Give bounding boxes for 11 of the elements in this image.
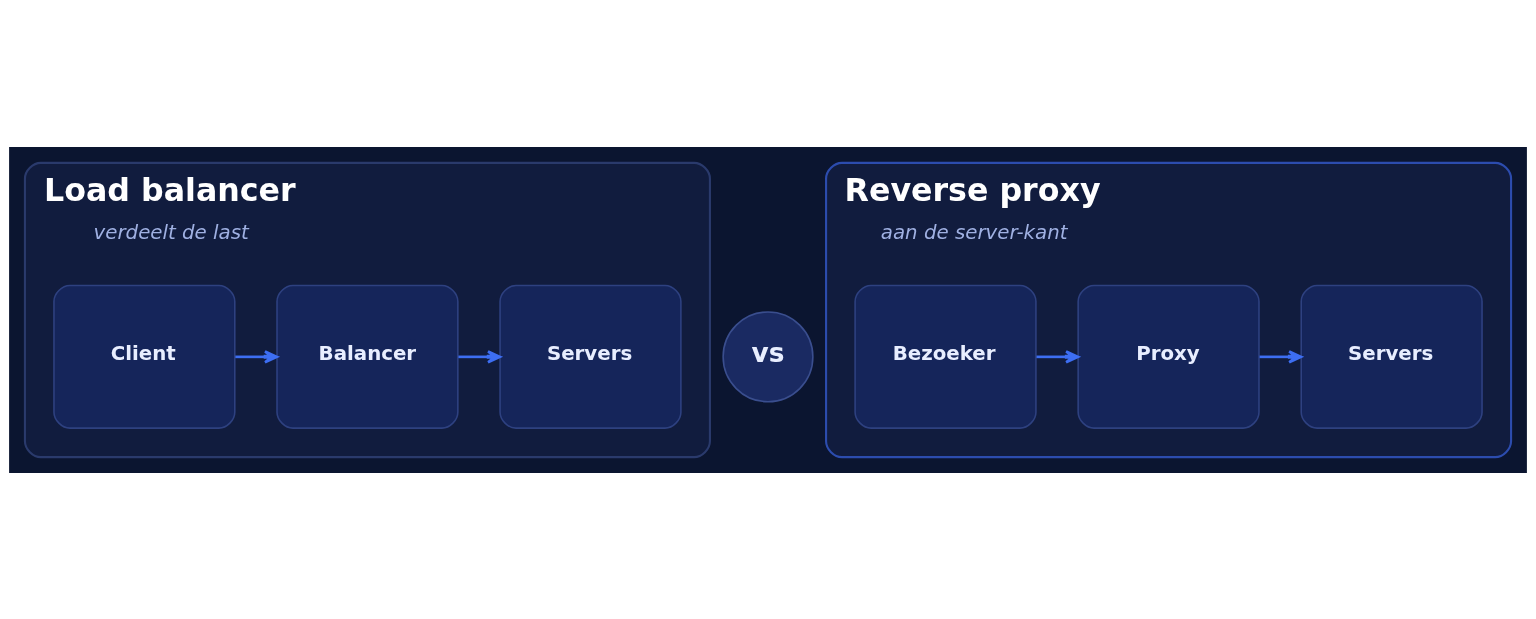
node-box: Bezoeker (854, 284, 1037, 429)
node-box: Servers (499, 284, 682, 429)
arrow (1259, 349, 1303, 363)
arrow (1036, 349, 1080, 363)
node-box: Proxy (1077, 284, 1260, 429)
node-box: Balancer (276, 284, 459, 429)
node-box: Servers (1300, 284, 1483, 429)
arrow (235, 349, 279, 363)
arrow (458, 349, 502, 363)
node-circle: vs (722, 310, 814, 403)
node-box: Client (53, 284, 236, 429)
